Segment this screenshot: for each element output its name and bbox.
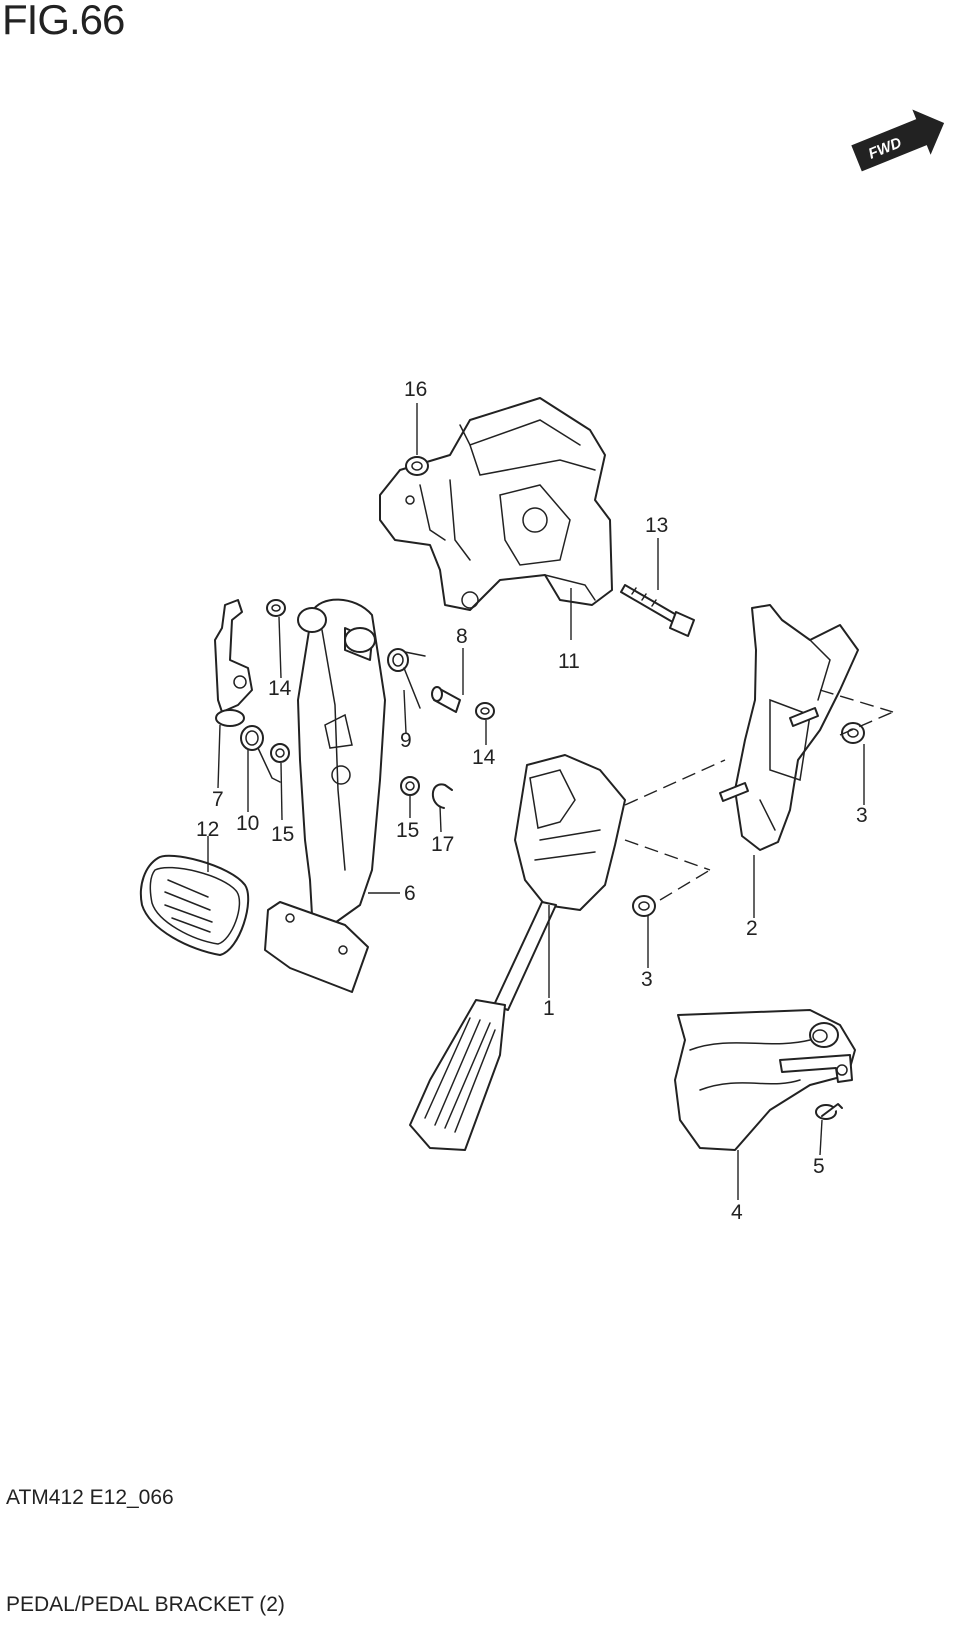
- callout-8: 8: [456, 625, 468, 648]
- spring-10: [240, 725, 281, 783]
- callout-2: 2: [746, 917, 758, 940]
- nut-16: [405, 456, 429, 476]
- cover-4: [674, 1009, 856, 1151]
- collar-15-right: [400, 776, 420, 796]
- callout-15b: 15: [396, 819, 419, 842]
- callout-4: 4: [731, 1201, 743, 1224]
- collar-15-left: [270, 743, 290, 763]
- callout-6: 6: [404, 882, 416, 905]
- leader-lines: [207, 403, 865, 1200]
- footer-description: PEDAL/PEDAL BRACKET (2): [6, 1593, 285, 1616]
- callout-5: 5: [813, 1155, 825, 1178]
- callout-16: 16: [404, 378, 427, 401]
- pedal-bracket-upper: [379, 397, 613, 611]
- spring-9: [387, 648, 426, 709]
- callout-13: 13: [645, 514, 668, 537]
- callout-14a: 14: [268, 677, 292, 700]
- nut-3-lower: [632, 895, 656, 917]
- alignment-lines: [624, 689, 894, 901]
- fwd-arrow-icon: FWD: [851, 109, 945, 172]
- bushing-14-right: [475, 702, 495, 720]
- pin-8: [431, 686, 461, 713]
- callout-10: 10: [236, 812, 259, 835]
- clip-17: [431, 783, 453, 809]
- callout-12: 12: [196, 818, 219, 841]
- pedal-arm-6: [264, 598, 386, 993]
- screw-5: [815, 1103, 843, 1120]
- accelerator-bracket-2: [719, 604, 859, 851]
- callout-9: 9: [400, 729, 412, 752]
- accelerator-pedal-1: [409, 754, 626, 1151]
- bolt-13: [620, 584, 695, 637]
- callout-14b: 14: [472, 746, 496, 769]
- callout-15a: 15: [271, 823, 294, 846]
- figure-title: FIG.66: [2, 0, 125, 43]
- bushing-14-left: [266, 599, 286, 617]
- callout-3a: 3: [856, 804, 868, 827]
- callout-numbers: 16 13 11 8 14 9 14 7 10 15 15 17 12 6 1 …: [196, 378, 868, 1224]
- callout-1: 1: [543, 997, 555, 1020]
- lever-7: [214, 599, 253, 727]
- callout-17: 17: [431, 833, 454, 856]
- pedal-pad-12: [139, 854, 250, 956]
- footer-code: ATM412 E12_066: [6, 1486, 174, 1509]
- callout-7: 7: [212, 788, 224, 811]
- nut-3-right: [841, 722, 865, 744]
- callout-3b: 3: [641, 968, 653, 991]
- callout-11: 11: [558, 650, 580, 673]
